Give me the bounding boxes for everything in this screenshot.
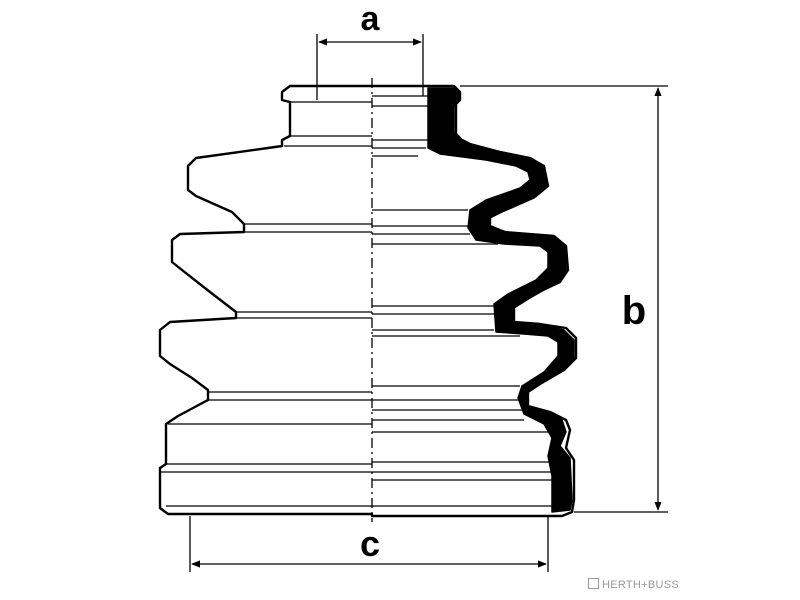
dimension-b-label: b — [622, 289, 646, 333]
boot-wall-section — [427, 87, 575, 513]
watermark: HERTH+BUSS — [588, 578, 679, 591]
brand-mark-icon — [588, 578, 599, 589]
dimension-a-label: a — [361, 0, 381, 38]
dimension-c-label: c — [360, 523, 380, 564]
dimension-b: b — [460, 85, 668, 513]
dimension-a: a — [316, 0, 424, 100]
dimension-c: c — [189, 516, 549, 572]
watermark-text: HERTH+BUSS — [602, 579, 680, 591]
boot-outline-left — [158, 84, 374, 516]
